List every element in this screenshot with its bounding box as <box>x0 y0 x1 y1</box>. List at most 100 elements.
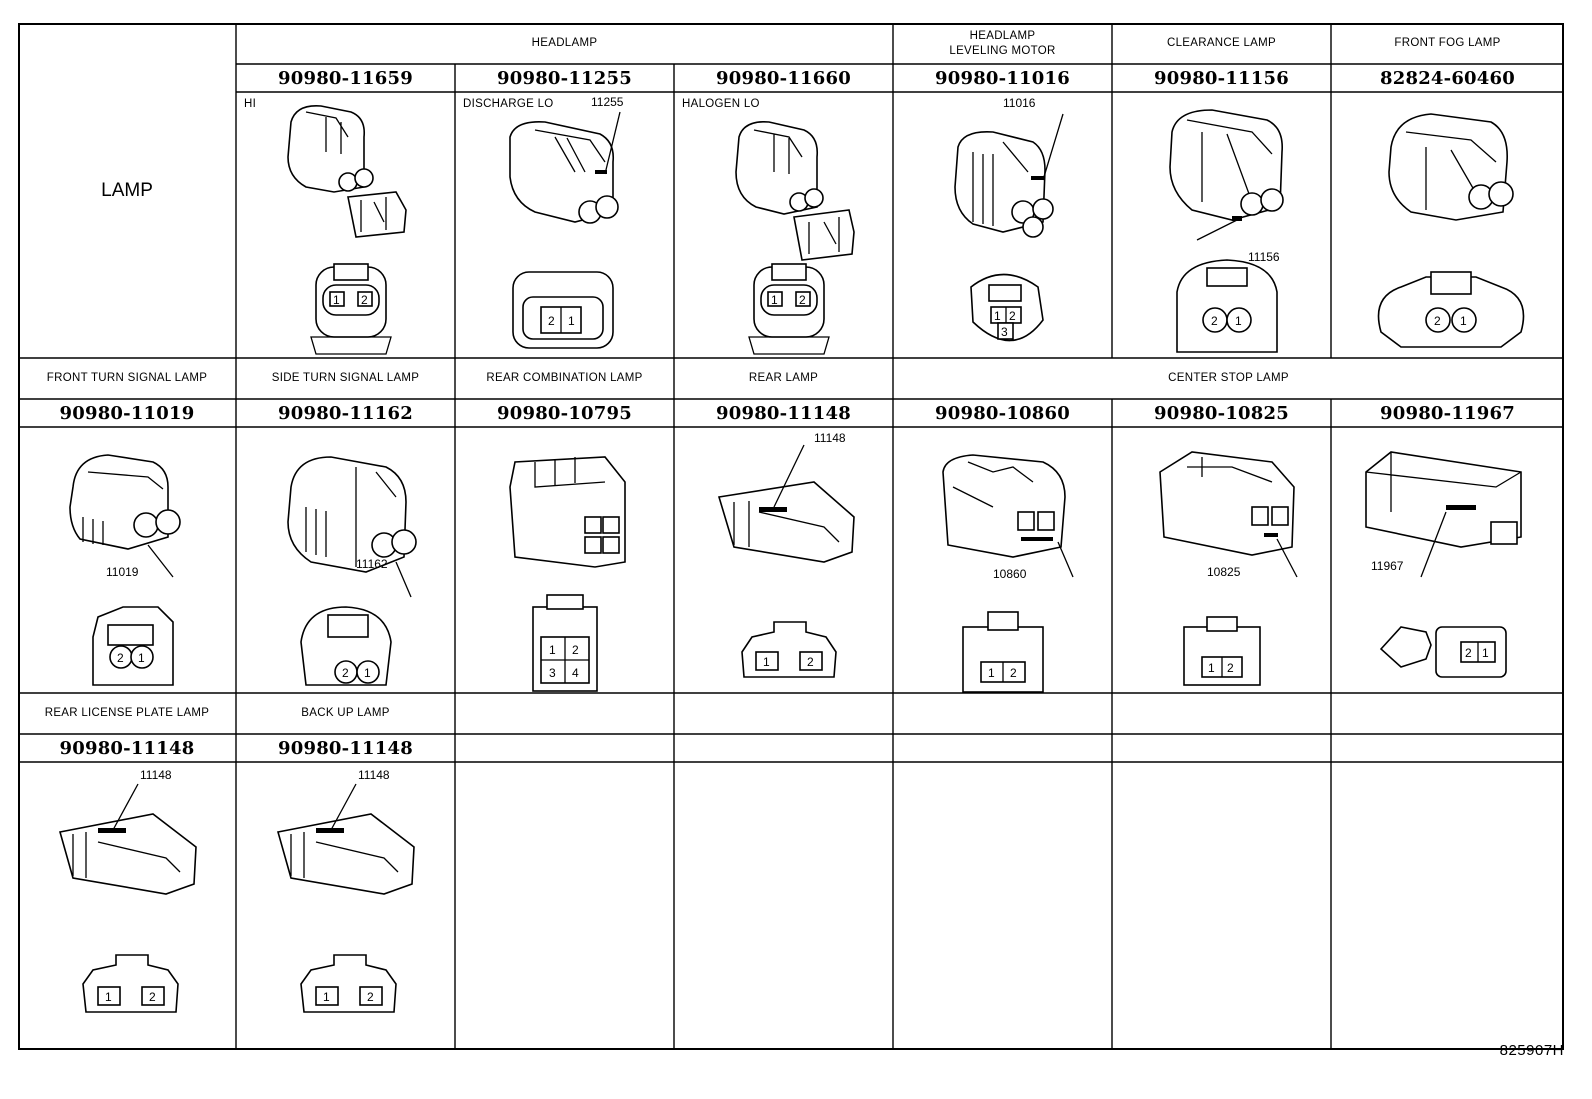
connector-drawing: 1 2 <box>276 783 415 1013</box>
part-number: 90980-11019 <box>59 402 195 424</box>
lamp-title: LAMP <box>101 179 153 201</box>
connector-drawing: 1 2 3 <box>954 113 1064 342</box>
part-number: 90980-11156 <box>1154 67 1289 89</box>
connector-cell: 2 1 <box>1331 92 1564 358</box>
connector-cell: 1 2 3 4 <box>455 427 674 693</box>
part-number: 90980-11660 <box>716 67 851 89</box>
connector-drawing: 2 1 <box>69 454 181 686</box>
pin-label: 1 <box>771 293 778 307</box>
pin-label: 1 <box>1208 661 1215 675</box>
connector-drawing: 2 1 <box>1377 113 1525 348</box>
pin-label: 2 <box>1010 666 1017 680</box>
pin-label: 2 <box>361 293 368 307</box>
callout-label: 10825 <box>1207 565 1241 579</box>
pin-label: 1 <box>549 643 556 657</box>
group-center-stop-lamp: CENTER STOP LAMP <box>1168 372 1289 385</box>
connector-cell: HI 1 2 <box>236 92 455 358</box>
part-number: 90980-11148 <box>716 402 851 424</box>
part-number: 90980-11967 <box>1380 402 1515 424</box>
pin-label: 2 <box>1211 314 1218 328</box>
connector-cell: HALOGEN LO 1 2 <box>674 92 893 358</box>
callout-label: 10860 <box>993 567 1027 581</box>
pin-label: 1 <box>763 655 770 669</box>
connector-drawing: 1 2 <box>58 783 197 1013</box>
callout-label: 11162 <box>356 557 388 571</box>
pin-label: 3 <box>549 666 556 680</box>
group-back-up-lamp: BACK UP LAMP <box>301 707 390 720</box>
group-rear-license-plate-lamp: REAR LICENSE PLATE LAMP <box>44 707 210 720</box>
group-front-turn-signal-lamp: FRONT TURN SIGNAL LAMP <box>46 372 208 385</box>
callout-label: 11016 <box>1003 96 1036 110</box>
pin-label: 1 <box>323 990 330 1004</box>
pin-label: 1 <box>1460 314 1467 328</box>
part-number: 90980-11148 <box>278 737 413 759</box>
group-headlamp-leveling-motor: HEADLAMP LEVELING MOTOR <box>949 30 1056 57</box>
connector-cell: 11019 2 1 <box>18 427 236 693</box>
connector-chart: LAMP HEADLAMP HEADLAMP LEVELING MOTOR CL… <box>18 23 1564 1050</box>
group-side-turn-signal-lamp: SIDE TURN SIGNAL LAMP <box>271 372 420 385</box>
connector-cell: 10825 1 2 <box>1112 427 1331 693</box>
connector-drawing: 1 2 <box>717 444 855 678</box>
part-number: 90980-11659 <box>278 67 413 89</box>
pin-label: 2 <box>1465 646 1472 660</box>
connector-cell: 11016 1 2 3 <box>893 92 1112 358</box>
connector-drawing: 1 2 <box>287 105 407 355</box>
callout-label: 11156 <box>1248 250 1280 264</box>
connector-drawing: 1 2 <box>1159 451 1298 686</box>
pin-label: 3 <box>1001 325 1008 339</box>
pin-label: 2 <box>572 643 579 657</box>
connector-drawing: 2 1 <box>287 456 417 686</box>
group-rear-combination-lamp: REAR COMBINATION LAMP <box>486 372 643 385</box>
pin-label: 2 <box>342 666 349 680</box>
pin-label: 1 <box>988 666 995 680</box>
connector-drawing: 2 1 <box>509 111 621 349</box>
group-clearance-lamp: CLEARANCE LAMP <box>1166 37 1276 50</box>
callout-label: 11967 <box>1371 559 1404 573</box>
connector-drawing: 2 1 <box>1169 109 1284 353</box>
group-rear-lamp: REAR LAMP <box>748 372 819 385</box>
connector-drawing: 2 1 <box>1365 451 1522 678</box>
sub-label-halogen-lo: HALOGEN LO <box>682 98 760 110</box>
pin-label: 1 <box>105 990 112 1004</box>
pin-label: 2 <box>807 655 814 669</box>
part-number: 90980-11162 <box>278 402 413 424</box>
group-front-fog-lamp: FRONT FOG LAMP <box>1394 37 1501 50</box>
connector-drawing: 1 2 3 4 <box>509 456 626 692</box>
document-code: 825907H <box>1499 1042 1564 1059</box>
connector-cell: 11162 2 1 <box>236 427 455 693</box>
pin-label: 1 <box>364 666 371 680</box>
part-number: 90980-10860 <box>935 402 1070 424</box>
pin-label: 2 <box>799 293 806 307</box>
pin-label: 2 <box>117 651 124 665</box>
connector-cell: 11967 2 1 <box>1331 427 1564 693</box>
callout-label: 11148 <box>358 768 390 782</box>
connector-cell: 10860 1 2 <box>893 427 1112 693</box>
callout-label: 11019 <box>106 565 139 579</box>
pin-label: 1 <box>1482 646 1489 660</box>
pin-label: 1 <box>138 651 145 665</box>
part-number: 90980-11148 <box>59 737 195 759</box>
part-number: 90980-11255 <box>497 67 632 89</box>
part-number: 82824-60460 <box>1380 67 1515 89</box>
pin-label: 1 <box>333 293 340 307</box>
connector-cell: 11148 1 2 <box>236 762 455 1050</box>
pin-label: 2 <box>1434 314 1441 328</box>
pin-label: 2 <box>1227 661 1234 675</box>
pin-label: 1 <box>1235 314 1242 328</box>
connector-drawing: 1 2 <box>735 120 855 355</box>
pin-label: 4 <box>572 666 579 680</box>
part-number: 90980-10795 <box>497 402 632 424</box>
connector-cell: 11148 1 2 <box>674 427 893 693</box>
callout-label: 11255 <box>591 95 624 109</box>
sub-label-discharge-lo: DISCHARGE LO <box>463 98 554 110</box>
pin-label: 2 <box>367 990 374 1004</box>
group-headlamp: HEADLAMP <box>531 37 598 50</box>
pin-label: 2 <box>548 314 555 328</box>
callout-label: 11148 <box>814 431 846 445</box>
sub-label-hi: HI <box>244 98 257 110</box>
callout-label: 11148 <box>140 768 172 782</box>
connector-cell: DISCHARGE LO 11255 2 1 <box>455 92 674 358</box>
part-number: 90980-10825 <box>1154 402 1289 424</box>
pin-label: 2 <box>1009 309 1016 323</box>
connector-drawing: 1 2 <box>942 454 1074 693</box>
